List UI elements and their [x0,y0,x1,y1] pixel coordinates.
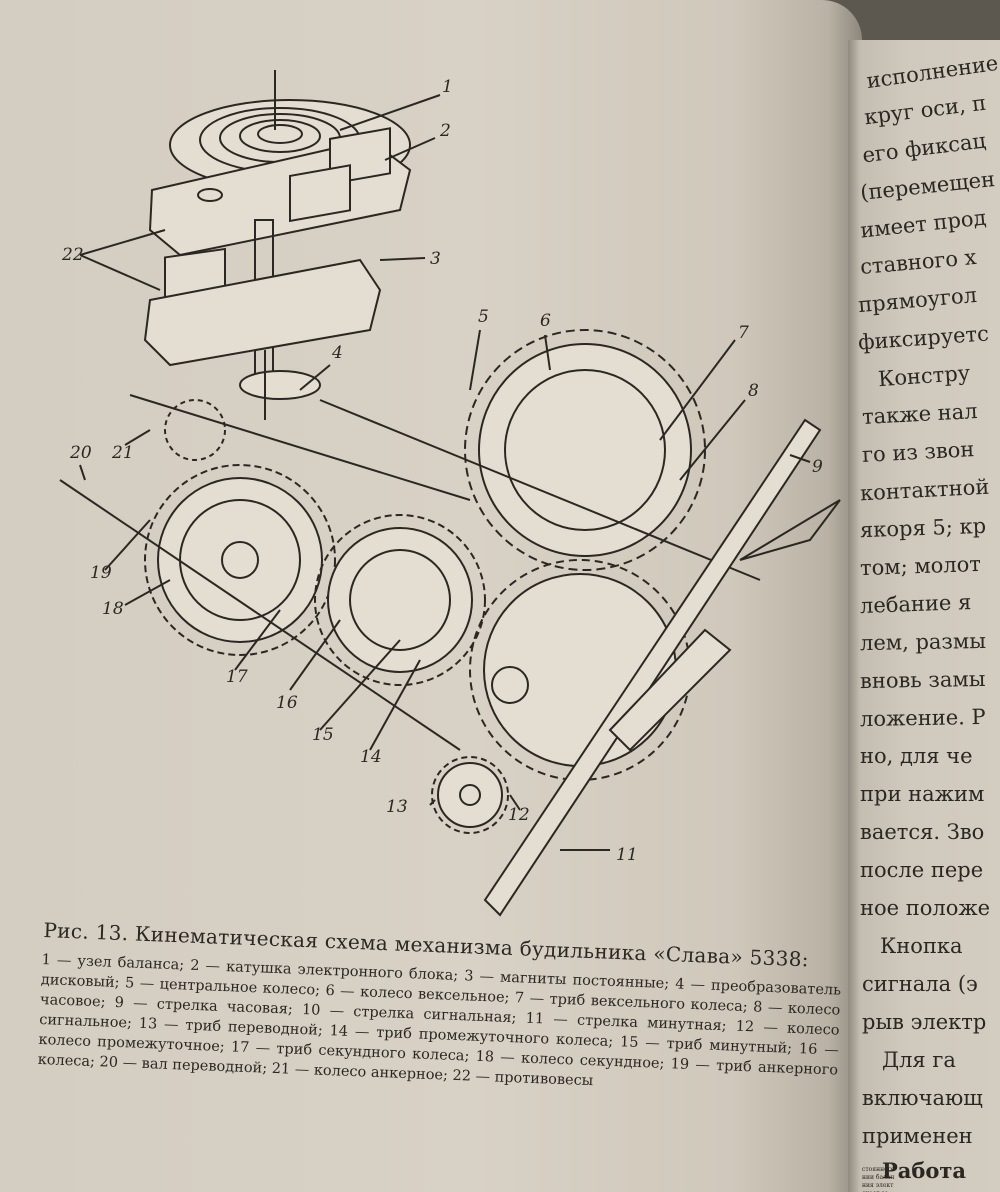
right-page-line: рыв электр [862,1010,987,1034]
right-page-line: прямоугол [857,282,978,318]
right-page-line: ное положе [860,896,991,920]
right-page-line: после пере [860,858,984,882]
label-5: 5 [478,307,489,327]
label-4: 4 [331,343,343,363]
label-16: 16 [276,693,298,713]
left-page: 1 2 3 4 5 6 7 8 9 11 12 13 14 15 16 17 1… [0,0,862,1192]
right-page-line: Кнопка [880,934,963,958]
label-19: 19 [90,563,112,583]
label-8: 8 [748,381,759,401]
right-page-line: исполнение [864,50,1000,94]
label-22: 22 [61,245,84,265]
label-11: 11 [616,845,638,865]
label-17: 17 [226,667,248,687]
right-page-line: вается. Зво [860,820,985,844]
figure-caption-body: 1 — узел баланса; 2 — катушка электронно… [37,951,842,1090]
right-page-line: при нажим [860,782,985,806]
kinematic-diagram: 1 2 3 4 5 6 7 8 9 11 12 13 14 15 16 17 1… [59,70,841,917]
right-page: исполнение круг оси, п его фиксац (перем… [848,40,1000,1192]
label-6: 6 [540,311,551,331]
right-page-line: ставного х [859,244,978,280]
label-15: 15 [312,725,334,745]
right-page-line: имеет прод [859,205,988,243]
right-page-line: ния элект [862,1182,894,1189]
right-page-line: (перемещен [859,166,997,206]
right-page-line: скает за [862,1190,888,1192]
right-page-line: но, для че [860,744,973,768]
right-page-line: также нал [861,398,979,430]
gear-train [59,329,841,917]
right-page-line: го из звон [861,437,975,467]
right-page-line: якоря 5; кр [859,513,987,543]
label-1: 1 [442,77,453,97]
label-9: 9 [812,457,823,477]
balance-assembly [143,70,412,420]
right-page-line: его фиксац [861,128,988,168]
label-18: 18 [102,599,124,619]
right-page-line: круг оси, п [862,90,988,130]
right-page-line: контактной [859,474,990,506]
right-page-line: ложение. Р [859,704,986,732]
right-page-line: включающ [862,1086,983,1110]
right-page-line: Констру [877,360,971,392]
right-page-line: лебание я [859,590,972,618]
label-21: 21 [111,443,134,463]
right-page-line: сигнала (э [862,972,978,996]
label-13: 13 [386,797,408,817]
right-page-line: вновь замы [859,666,986,694]
label-2: 2 [439,121,451,141]
right-page-line: Работа [882,1158,967,1183]
right-page-line: нии балан [862,1174,895,1181]
right-page-line: том; молот [859,551,982,581]
label-12: 12 [508,805,530,825]
right-page-line: применен [862,1124,973,1148]
label-7: 7 [738,323,749,343]
right-page-line: Для га [882,1048,956,1072]
right-page-line: стоянного [862,1166,895,1173]
right-page-line: фиксируетс [857,321,990,355]
leader-lines [79,94,811,851]
label-20: 20 [69,443,92,463]
right-page-line: лем, размы [859,628,987,656]
label-3: 3 [430,249,441,269]
label-14: 14 [360,747,382,767]
